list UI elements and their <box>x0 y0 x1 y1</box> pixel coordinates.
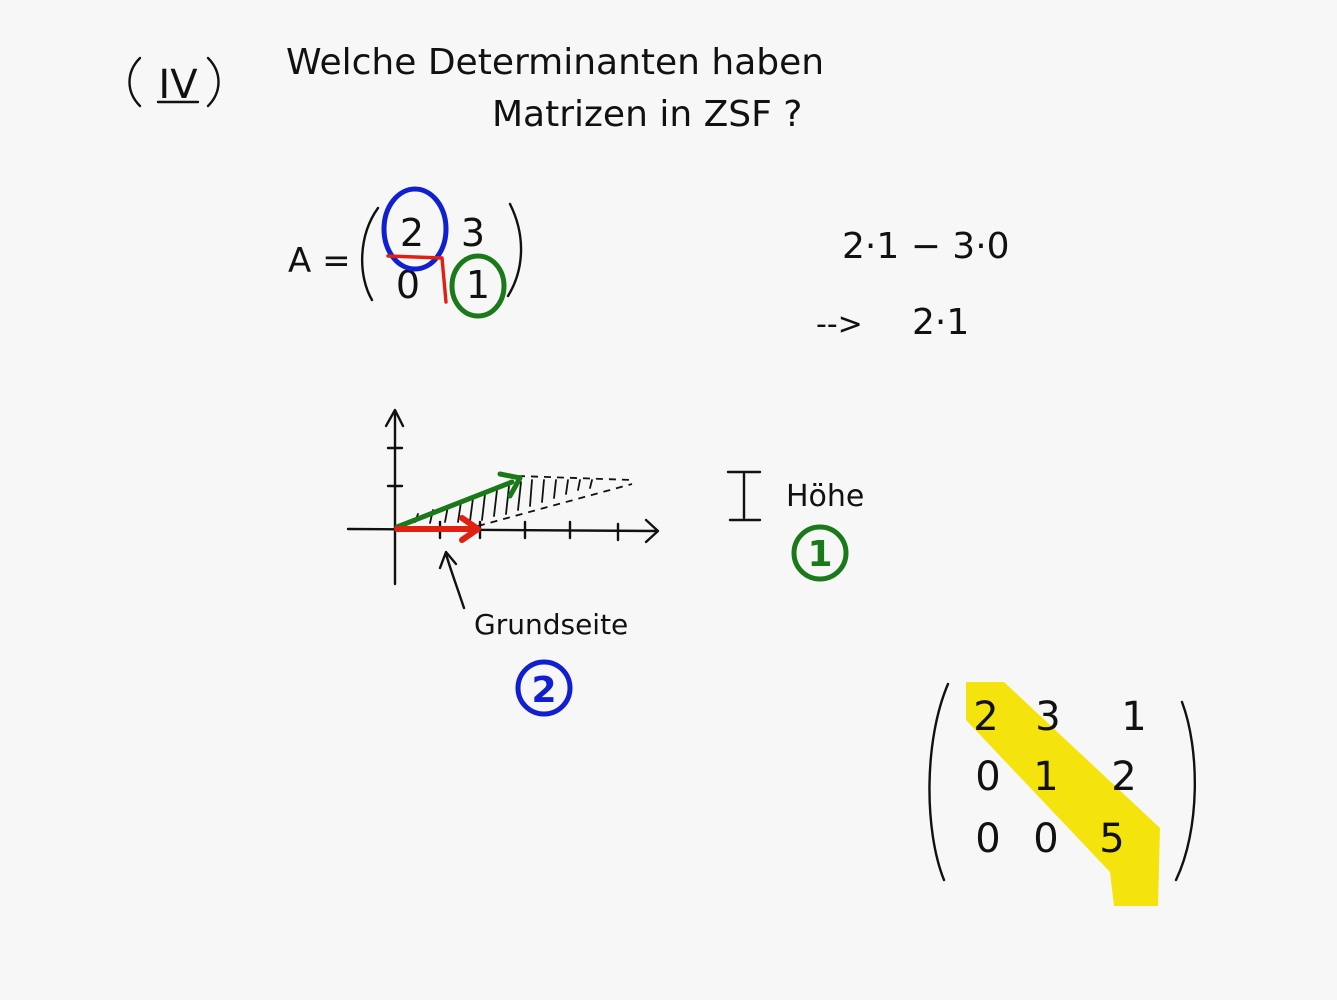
pointer-arrow <box>444 552 466 610</box>
matrix-b-cell: 0 <box>975 816 1000 862</box>
matrix-b-cell: 1 <box>1033 754 1058 800</box>
matrix-b-cell: 0 <box>1033 816 1058 862</box>
heading-line-2: Matrizen in ZSF ? <box>492 94 802 135</box>
height-value-circle <box>791 524 849 582</box>
parallelogram-side-edge <box>477 483 633 527</box>
height-value: 1 <box>807 534 832 575</box>
matrix-a-left-bracket <box>360 206 380 302</box>
red-vector-arrowhead <box>459 515 481 543</box>
heading-close-paren <box>206 56 220 108</box>
matrix-b: 2 3 1 0 1 2 0 0 5 <box>928 682 1196 906</box>
green-circle-mark <box>449 253 507 319</box>
matrix-b-left-bracket <box>928 682 950 882</box>
parallelogram-top-edge <box>517 475 633 481</box>
blue-circle-mark <box>381 186 449 272</box>
calculation-line-2: 2·1 <box>912 302 969 343</box>
green-vector-arrowhead <box>497 471 523 499</box>
matrix-b-cell: 1 <box>1121 694 1146 740</box>
matrix-a-cell: 2 <box>400 211 424 255</box>
calculation-arrow: --> <box>816 307 863 342</box>
pointer-arrowhead <box>438 550 458 570</box>
green-vector <box>394 479 515 530</box>
height-label: Höhe <box>786 479 864 514</box>
red-corner-mark <box>386 254 448 304</box>
base-label: Grundseite <box>474 608 628 641</box>
matrix-b-cell: 0 <box>975 754 1000 800</box>
matrix-b-cell: 5 <box>1099 816 1124 862</box>
matrix-b-cell: 2 <box>1111 754 1136 800</box>
heading: IV Welche Determinanten haben Matrizen i… <box>128 42 824 135</box>
matrix-a-label: A = <box>288 241 351 281</box>
heading-line-1: Welche Determinanten haben <box>286 42 824 83</box>
heading-number: IV <box>158 62 198 108</box>
base-value: 2 <box>531 670 556 711</box>
y-axis-arrowhead <box>384 408 405 428</box>
base-value-circle <box>515 659 573 717</box>
calculation-line-1: 2·1 − 3·0 <box>842 226 1010 267</box>
heading-open-paren <box>128 56 142 108</box>
matrix-a: A = 2 3 0 1 <box>288 186 523 319</box>
parallelogram-sketch: Grundseite 2 Höhe 1 <box>346 408 864 717</box>
matrix-a-right-bracket <box>506 202 523 298</box>
matrix-b-cell: 2 <box>973 694 998 740</box>
matrix-b-cell: 3 <box>1035 694 1060 740</box>
x-axis-arrowhead <box>644 518 660 544</box>
matrix-a-cell: 3 <box>461 211 485 255</box>
calculation: 2·1 − 3·0 --> 2·1 <box>816 226 1010 343</box>
matrix-a-cell: 1 <box>466 263 490 307</box>
matrix-b-right-bracket <box>1174 700 1196 882</box>
diagonal-highlight <box>966 682 1160 906</box>
